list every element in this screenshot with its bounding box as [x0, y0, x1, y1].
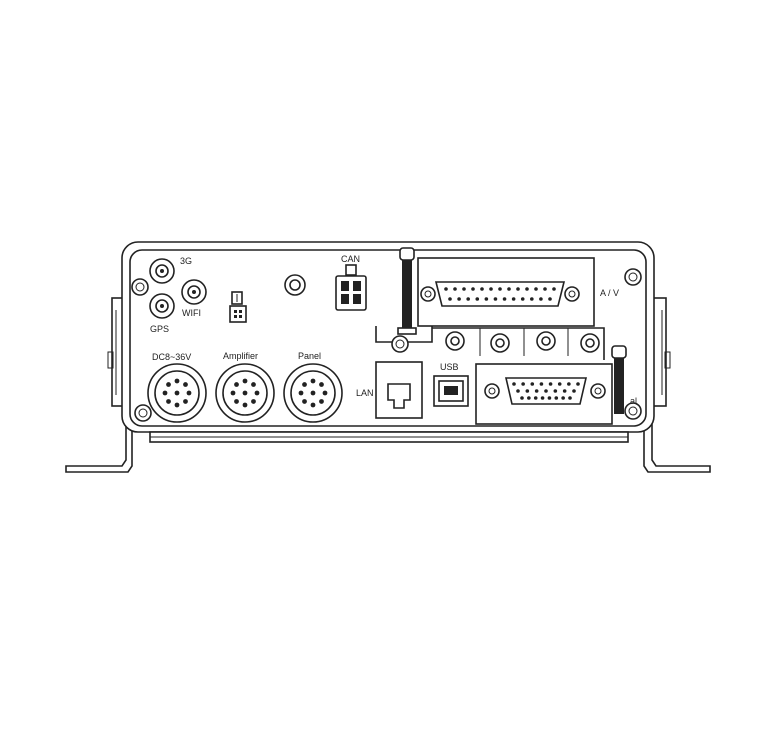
antenna-gps-connector — [149, 293, 175, 319]
amplifier-connector — [215, 363, 275, 423]
antenna-wifi-connector — [181, 279, 207, 305]
video-connectors-row — [375, 326, 605, 360]
label-usb: USB — [440, 362, 459, 372]
ground-screw — [284, 274, 306, 296]
lan-port — [375, 361, 423, 419]
vga-module — [475, 363, 613, 425]
panel-connector — [283, 363, 343, 423]
corner-screw-top-right — [624, 268, 642, 286]
label-wifi: WIFI — [182, 308, 201, 318]
label-gps: GPS — [150, 324, 169, 334]
av-module — [417, 257, 595, 327]
label-amplifier: Amplifier — [223, 351, 258, 361]
label-can: CAN — [341, 254, 360, 264]
can-connector — [335, 264, 367, 311]
corner-screw-bottom-right — [624, 402, 642, 420]
corner-screw-top-left — [131, 278, 149, 296]
small-switch — [229, 291, 247, 323]
label-lan: LAN — [356, 388, 374, 398]
usb-port — [433, 375, 469, 407]
label-panel: Panel — [298, 351, 321, 361]
label-power: DC8~36V — [152, 352, 191, 362]
label-side-partial: al — [630, 396, 637, 406]
right-mounting-bracket — [643, 297, 711, 473]
antenna-3g-connector — [149, 258, 175, 284]
thumb-screw-left — [397, 247, 417, 335]
corner-screw-bottom-left — [134, 404, 152, 422]
label-av: A / V — [600, 288, 619, 298]
power-connector — [147, 363, 207, 423]
thumb-screw-right — [611, 345, 627, 414]
label-3g: 3G — [180, 256, 192, 266]
